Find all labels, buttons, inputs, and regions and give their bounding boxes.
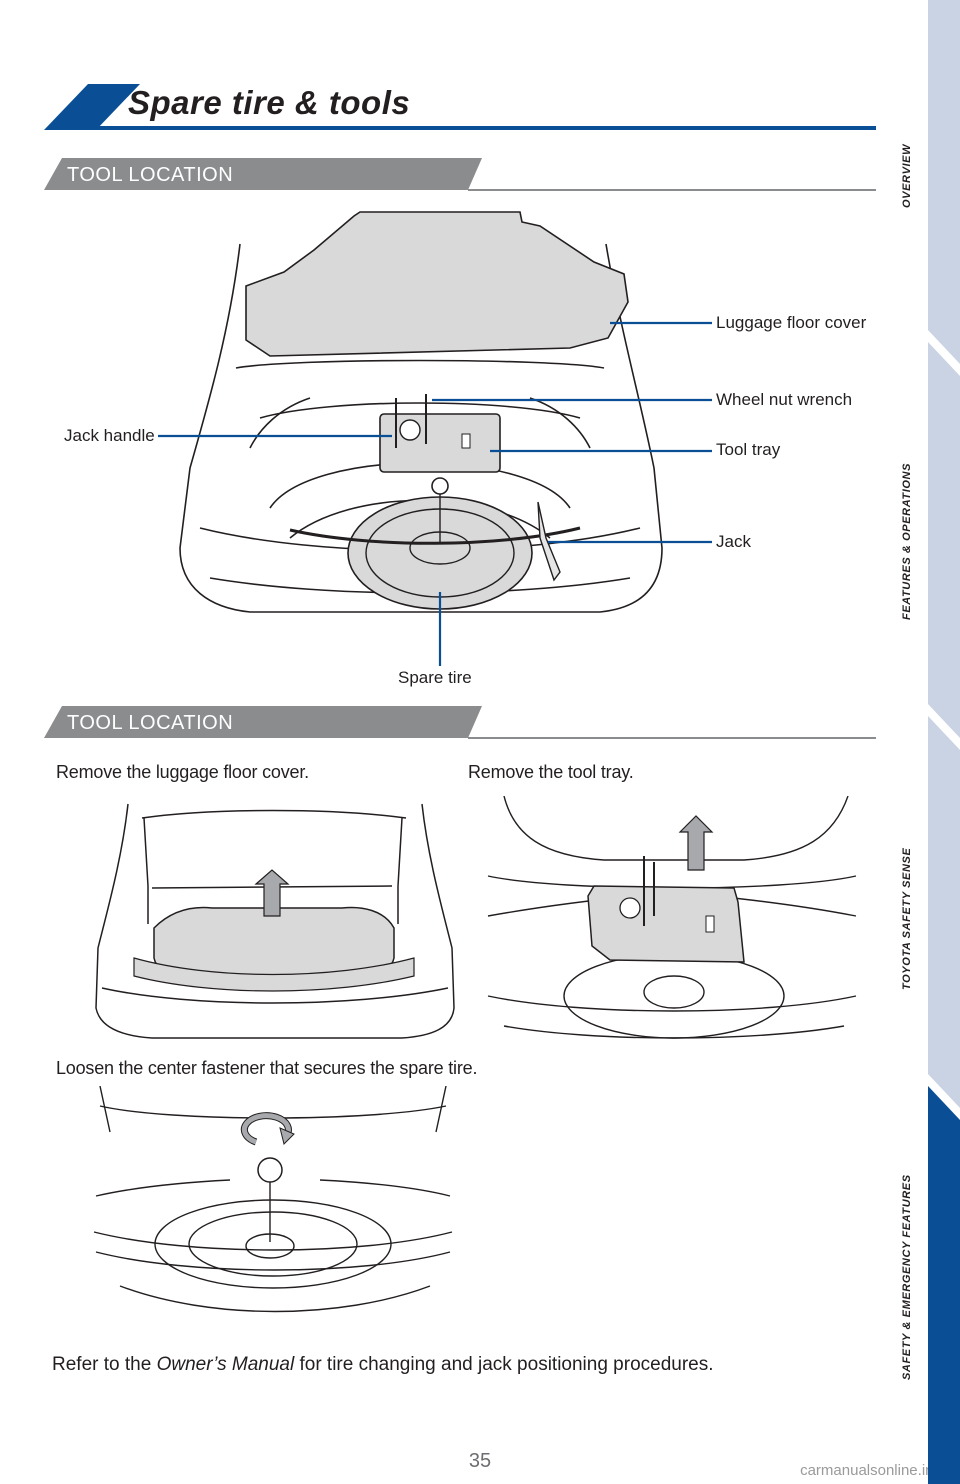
step3-illustration xyxy=(93,1086,453,1313)
watermark: carmanualsonline.info xyxy=(800,1462,946,1479)
step2-illustration xyxy=(487,796,857,1039)
side-tab-backgrounds xyxy=(928,0,960,1484)
callout-spare-tire: Spare tire xyxy=(398,668,472,687)
section-header-bar xyxy=(44,158,876,191)
step-remove-tool-tray: Remove the tool tray. xyxy=(468,762,634,782)
footer-prefix: Refer to the xyxy=(52,1354,157,1375)
tab-safety-emergency-features[interactable]: SAFETY & EMERGENCY FEATURES xyxy=(901,1174,913,1380)
tab-overview[interactable]: OVERVIEW xyxy=(901,143,913,208)
section-title: TOOL LOCATION xyxy=(67,712,234,734)
section-header-bar xyxy=(44,706,876,739)
callout-luggage-floor-cover: Luggage floor cover xyxy=(716,313,867,332)
footer-suffix: for tire changing and jack positioning p… xyxy=(294,1354,714,1375)
tab-features-operations[interactable]: FEATURES & OPERATIONS xyxy=(901,462,913,620)
step-remove-floor-cover: Remove the luggage floor cover. xyxy=(56,762,309,782)
step1-illustration xyxy=(95,803,455,1039)
footer-note: Refer to the Owner’s Manual for tire cha… xyxy=(52,1354,714,1376)
step-loosen-fastener: Loosen the center fastener that secures … xyxy=(56,1058,478,1078)
trunk-illustration xyxy=(179,211,663,613)
callout-jack-handle: Jack handle xyxy=(64,426,155,445)
callout-tool-tray: Tool tray xyxy=(716,440,781,459)
page-title: Spare tire & tools xyxy=(128,84,411,121)
page-number: 35 xyxy=(468,1450,492,1472)
callout-jack: Jack xyxy=(716,532,751,551)
callout-wheel-nut-wrench: Wheel nut wrench xyxy=(716,390,853,409)
owners-manual-reference: Owner’s Manual xyxy=(156,1354,295,1375)
callout-leaders xyxy=(158,321,712,666)
section-title: TOOL LOCATION xyxy=(67,164,234,186)
title-bar xyxy=(44,84,876,130)
tab-toyota-safety-sense[interactable]: TOYOTA SAFETY SENSE xyxy=(901,847,913,990)
